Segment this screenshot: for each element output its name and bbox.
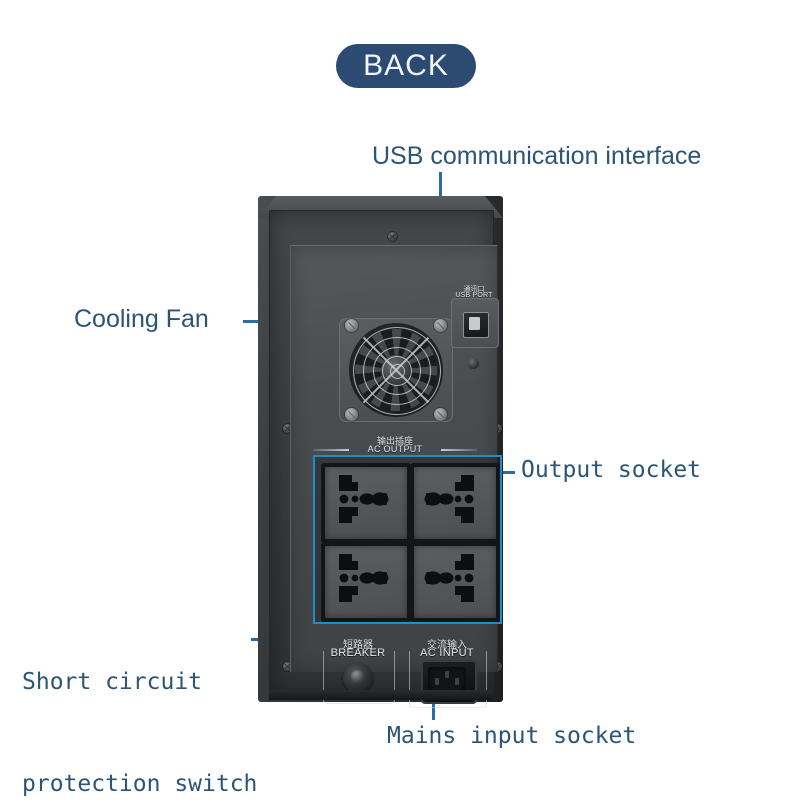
- chassis-screw-bottom-left: [283, 662, 292, 671]
- chassis-screw-left: [283, 424, 292, 433]
- ac-inlet-pin: [445, 671, 449, 678]
- breaker-reset-button[interactable]: [343, 663, 373, 693]
- usb-type-b-connector-icon[interactable]: [463, 312, 489, 338]
- output-socket-bottom-left[interactable]: [321, 542, 411, 622]
- usb-port-recess[interactable]: [451, 298, 499, 348]
- ac-input-label-en: AC INPUT: [420, 647, 474, 659]
- ac-inlet-pin: [455, 678, 459, 685]
- annotation-cooling-fan: Cooling Fan: [74, 305, 209, 333]
- fan-grille-ring: [382, 356, 412, 386]
- fan-screw-bottom-right: [434, 408, 447, 421]
- ac-inlet-cavity: [428, 667, 466, 693]
- output-label-rule-right: [441, 449, 477, 451]
- fan-screw-bottom-left: [345, 408, 358, 421]
- breaker-label-en: BREAKER: [330, 647, 386, 659]
- output-socket-top-left[interactable]: [321, 463, 411, 543]
- output-socket-label-en: AC OUTPUT: [367, 444, 423, 454]
- ac-input-label-cn: 交流输入: [427, 640, 467, 651]
- breaker-area: [323, 641, 395, 704]
- fan-grille-ring: [389, 363, 405, 379]
- chassis-vent-hole: [468, 358, 479, 369]
- fan-grille-ring: [373, 347, 421, 395]
- cooling-fan-assembly: [339, 318, 453, 422]
- usb-port-label-cn: 通讯口: [463, 286, 485, 293]
- annotation-output-socket: Output socket: [521, 457, 702, 483]
- cooling-fan-housing: [349, 323, 443, 417]
- ac-inlet-pin: [435, 678, 439, 685]
- fan-grille-ring: [363, 337, 431, 405]
- chassis-recessed-panel: 通讯口 USB PORT 输出插座 AC OUTPUT: [290, 245, 502, 708]
- view-badge-label: BACK: [363, 49, 449, 82]
- usb-port-label-en: USB PORT: [455, 292, 493, 299]
- chassis-screw-top: [388, 232, 397, 241]
- fan-screw-top-left: [345, 319, 358, 332]
- annotation-short-circuit-protection-switch: Short circuit protection switch: [22, 597, 257, 800]
- output-label-rule-left: [313, 449, 349, 451]
- annotation-mains-input-socket: Mains input socket: [387, 723, 637, 749]
- breaker-bracket-outline: [323, 651, 395, 704]
- chassis-bottom-edge: [269, 690, 492, 700]
- fan-screw-top-right: [434, 319, 447, 332]
- view-badge-back: BACK: [336, 44, 476, 88]
- output-socket-top-right[interactable]: [410, 463, 500, 543]
- annotation-short-circuit-line2: protection switch: [22, 771, 258, 797]
- output-socket-highlight-box: [313, 455, 502, 624]
- output-socket-bottom-right[interactable]: [410, 542, 500, 622]
- ac-input-bracket-outline: [409, 651, 487, 708]
- chassis-face-plate: 通讯口 USB PORT 输出插座 AC OUTPUT: [269, 210, 502, 708]
- ups-device-rear-view: 通讯口 USB PORT 输出插座 AC OUTPUT: [258, 196, 503, 708]
- annotation-short-circuit-line1: Short circuit: [22, 669, 203, 695]
- output-socket-label-cn: 输出插座: [376, 436, 413, 446]
- breaker-label-cn: 短路器: [343, 640, 373, 651]
- fan-grille-ring: [353, 327, 441, 415]
- annotation-usb-communication-interface: USB communication interface: [372, 142, 702, 170]
